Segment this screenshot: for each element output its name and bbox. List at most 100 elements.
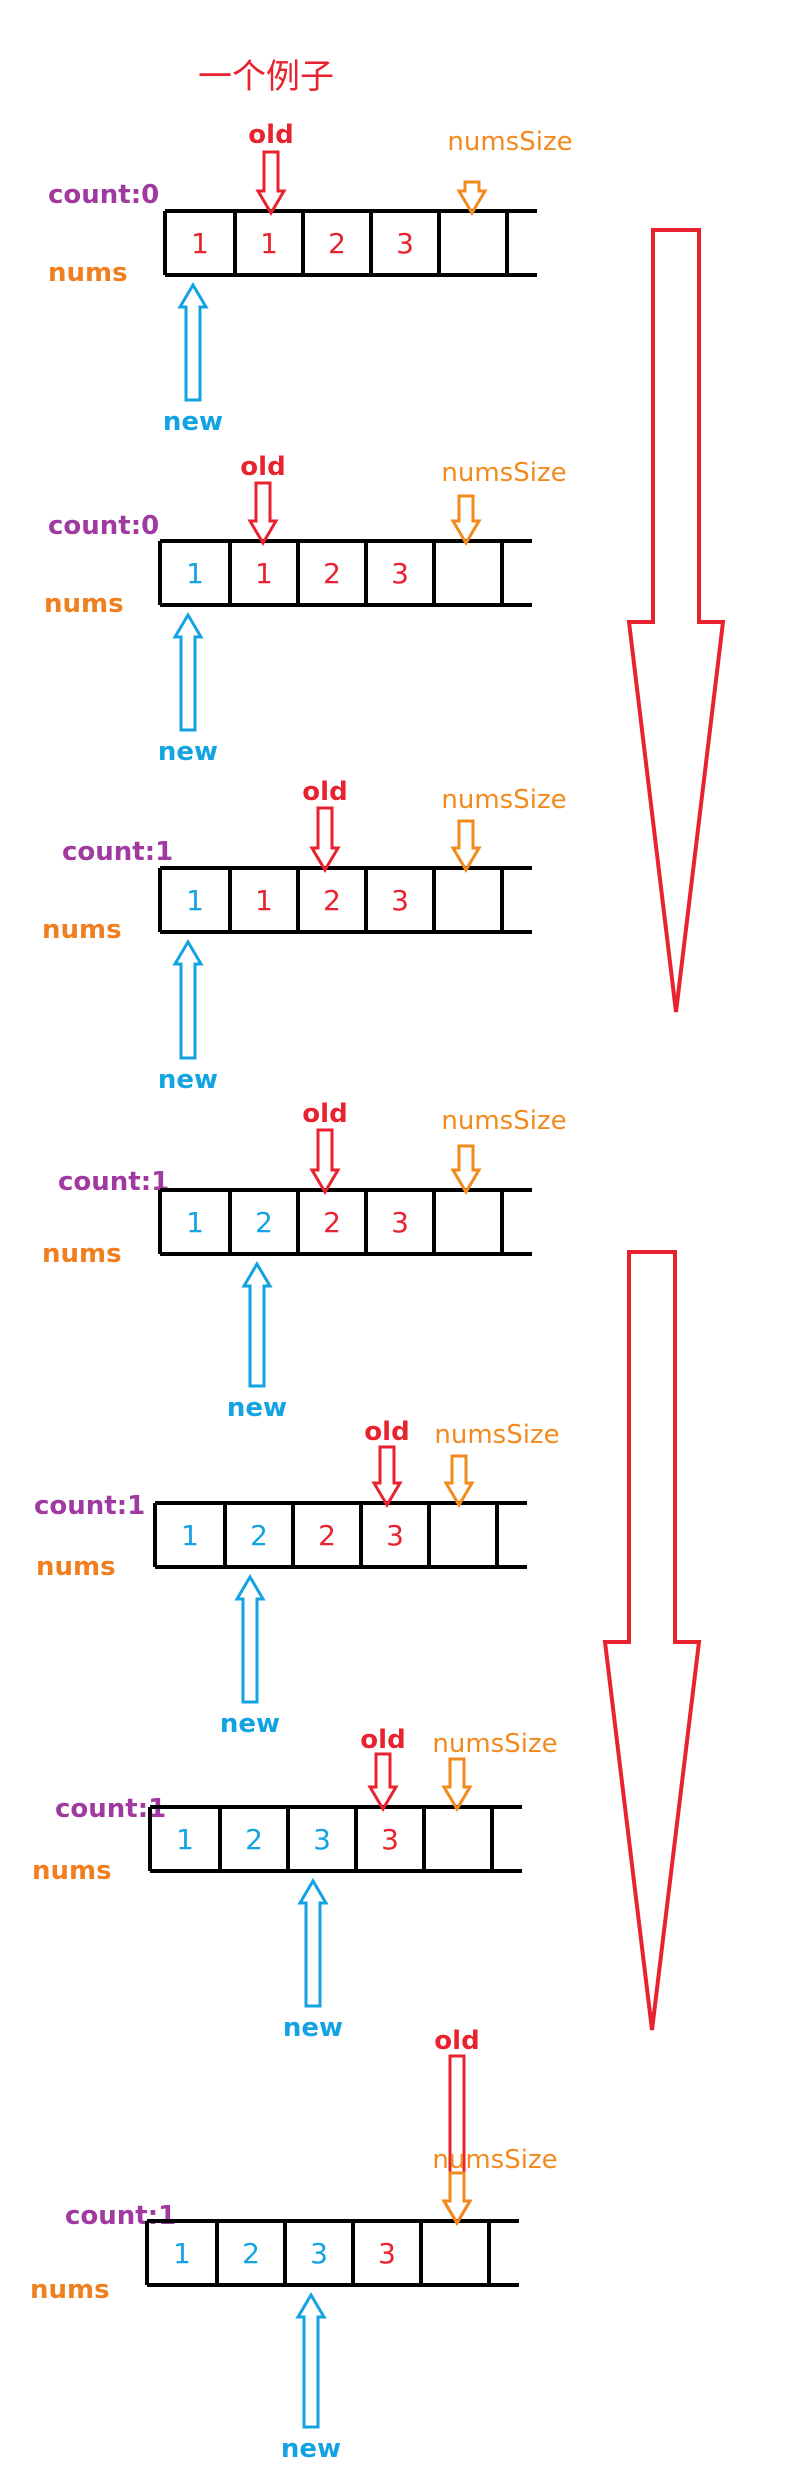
step-6: count:1 nums 1 2 3 3 old numsSize new	[32, 1725, 558, 2043]
array-cell-value: 1	[186, 557, 204, 590]
count-label: count:0	[48, 511, 159, 541]
nums-label: nums	[32, 1856, 112, 1886]
numssize-arrow-icon	[450, 1144, 482, 1195]
count-label: count:1	[58, 1167, 169, 1197]
nums-label: nums	[44, 589, 124, 619]
numssize-arrow-icon	[443, 1454, 475, 1508]
numssize-label: numsSize	[441, 1106, 566, 1136]
array-cell-value: 2	[250, 1519, 268, 1552]
step-7: count:1 nums 1 2 3 3 old numsSize new	[30, 2026, 558, 2464]
numssize-label: numsSize	[434, 1420, 559, 1450]
numssize-arrow-icon	[450, 819, 482, 873]
array-cell-value: 2	[323, 1206, 341, 1239]
nums-label: nums	[42, 915, 122, 945]
new-label: new	[283, 2013, 343, 2043]
array-cell-value: 3	[313, 1823, 331, 1856]
array-cell-value: 2	[245, 1823, 263, 1856]
nums-label: nums	[36, 1552, 116, 1582]
array-cell-value: 3	[310, 2237, 328, 2270]
new-label: new	[158, 737, 218, 767]
count-label: count:1	[55, 1794, 166, 1824]
numssize-label: numsSize	[432, 1729, 557, 1759]
nums-array: 1 2 2 3	[153, 1501, 527, 1569]
array-cell-value: 1	[255, 884, 273, 917]
numssize-arrow-icon	[441, 2171, 473, 2226]
count-label: count:0	[48, 180, 159, 210]
numssize-arrow-icon	[456, 180, 488, 216]
step-1: count:0 nums 1 1 2 3 old numsSize new	[48, 120, 573, 437]
old-arrow-icon	[441, 2054, 473, 2226]
nums-label: nums	[42, 1239, 122, 1269]
new-label: new	[227, 1393, 287, 1423]
nums-array: 1 1 2 3	[163, 209, 537, 277]
old-label: old	[360, 1725, 405, 1755]
new-arrow-icon	[234, 1574, 266, 1704]
count-label: count:1	[65, 2201, 176, 2231]
new-label: new	[163, 407, 223, 437]
array-cell-value: 1	[176, 1823, 194, 1856]
array-cell-value: 1	[186, 1206, 204, 1239]
new-label: new	[220, 1709, 280, 1739]
array-cell-value: 3	[396, 227, 414, 260]
array-cell-value: 2	[323, 884, 341, 917]
new-arrow-icon	[241, 1261, 273, 1388]
new-arrow-icon	[297, 1878, 329, 2008]
array-cell-value: 3	[381, 1823, 399, 1856]
new-arrow-icon	[295, 2292, 327, 2429]
array-cell-value: 2	[328, 227, 346, 260]
new-label: new	[158, 1065, 218, 1095]
nums-array: 1 2 3 3	[148, 1805, 522, 1873]
old-arrow-icon	[255, 150, 287, 216]
step-5: count:1 nums 1 2 2 3 old numsSize new	[34, 1417, 560, 1739]
diagram-title: 一个例子	[198, 57, 334, 97]
flow-arrow-top	[626, 228, 726, 1013]
new-arrow-icon	[172, 612, 204, 732]
array-cell-value: 3	[378, 2237, 396, 2270]
old-arrow-icon	[309, 1128, 341, 1195]
array-cell-value: 2	[242, 2237, 260, 2270]
array-cell-value: 1	[191, 227, 209, 260]
array-cell-value: 1	[186, 884, 204, 917]
count-label: count:1	[34, 1491, 145, 1521]
array-cell-value: 1	[260, 227, 278, 260]
new-label: new	[281, 2434, 341, 2464]
array-cell-value: 3	[391, 557, 409, 590]
nums-label: nums	[30, 2275, 110, 2305]
old-label: old	[248, 120, 293, 150]
numssize-label: numsSize	[447, 127, 572, 157]
array-cell-value: 3	[386, 1519, 404, 1552]
old-label: old	[240, 452, 285, 482]
flow-arrow-bottom	[602, 1250, 702, 2031]
array-cell-value: 1	[181, 1519, 199, 1552]
array-cell-value: 1	[173, 2237, 191, 2270]
new-arrow-icon	[172, 939, 204, 1060]
nums-label: nums	[48, 258, 128, 288]
numssize-label: numsSize	[441, 458, 566, 488]
steps: count:0 nums 1 1 2 3 old numsSize new count:0 nums…	[30, 120, 573, 2464]
array-cell-value: 3	[391, 1206, 409, 1239]
step-3: count:1 nums 1 1 2 3 old numsSize new	[42, 777, 567, 1095]
count-label: count:1	[62, 837, 173, 867]
old-label: old	[302, 777, 347, 807]
array-cell-value: 2	[318, 1519, 336, 1552]
array-cell-value: 1	[255, 557, 273, 590]
numssize-arrow-icon	[450, 494, 482, 546]
flow-arrows	[602, 228, 726, 2031]
old-arrow-icon	[367, 1752, 399, 1812]
numssize-arrow-icon	[441, 1757, 473, 1812]
old-label: old	[364, 1417, 409, 1447]
old-arrow-icon	[247, 481, 279, 546]
nums-array: 1 1 2 3	[158, 866, 532, 934]
numssize-label: numsSize	[441, 785, 566, 815]
old-label: old	[302, 1099, 347, 1129]
old-arrow-icon	[371, 1445, 403, 1508]
nums-array: 1 2 3 3	[145, 2219, 519, 2287]
old-label: old	[434, 2026, 479, 2056]
old-arrow-icon	[309, 806, 341, 873]
numssize-label: numsSize	[432, 2145, 557, 2175]
array-cell-value: 3	[391, 884, 409, 917]
